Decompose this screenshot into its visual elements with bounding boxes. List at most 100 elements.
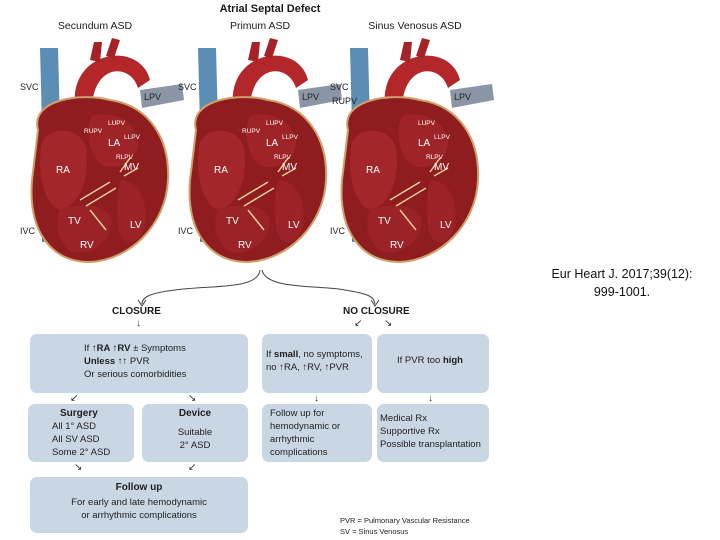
high-pvr-bold: high bbox=[442, 355, 463, 366]
heart-label-ivc: IVC bbox=[178, 226, 194, 236]
heart-label-rupv: RUPV bbox=[332, 96, 358, 106]
down-left-arrow-icon: ↙ bbox=[354, 318, 363, 329]
device-line-1: Suitable bbox=[177, 427, 213, 438]
heart-label-ivc: IVC bbox=[20, 226, 36, 236]
heart-header-secundum: Secundum ASD bbox=[57, 20, 133, 32]
heart-label-tv: TV bbox=[226, 216, 239, 227]
surgery-line-3: Some 2° ASD bbox=[52, 447, 111, 458]
heart-label-lupv: LUPV bbox=[418, 120, 435, 127]
treatment-transplantation: Possible transplantation bbox=[380, 439, 481, 450]
down-right-arrow-icon: ↘ bbox=[74, 462, 83, 473]
surgery-heading: Surgery bbox=[60, 408, 98, 419]
heart-label-rv: RV bbox=[80, 240, 94, 251]
heart-label-rupv-small: RUPV bbox=[242, 128, 261, 135]
heart-label-la: LA bbox=[266, 138, 279, 149]
surgery-line-2: All SV ASD bbox=[52, 434, 100, 445]
small-if: If bbox=[266, 349, 274, 360]
citation-line-2: 999-1001. bbox=[593, 285, 651, 299]
high-pvr-text: If PVR too bbox=[397, 355, 443, 366]
heart-label-svc: SVC bbox=[178, 82, 197, 92]
small-follow-up-box: Follow up for hemodynamic or arrhythmic … bbox=[262, 404, 372, 462]
footnote-pvr: PVR = Pulmonary Vascular Resistance bbox=[340, 516, 470, 525]
heart-label-lv: LV bbox=[288, 220, 300, 231]
follow-up-line-1: For early and late hemodynamic bbox=[71, 497, 207, 508]
down-arrow-icon: ↓ bbox=[428, 393, 433, 404]
down-arrow-icon: ↓ bbox=[136, 318, 141, 329]
heart-label-la: LA bbox=[108, 138, 121, 149]
criteria-unless: Unless bbox=[84, 356, 116, 367]
heart-label-ra: RA bbox=[214, 165, 228, 176]
device-box: Device Suitable 2° ASD bbox=[142, 404, 248, 462]
treatment-supportive: Supportive Rx bbox=[380, 426, 440, 437]
heart-label-mv: MV bbox=[282, 162, 297, 173]
footnote-sv: SV = Sinus Venosus bbox=[340, 527, 409, 536]
heart-label-lpv: LPV bbox=[454, 92, 472, 102]
heart-label-ra: RA bbox=[366, 165, 380, 176]
heart-label-llpv: LLPV bbox=[124, 134, 140, 141]
heart-label-lpv: LPV bbox=[302, 92, 320, 102]
connector-to-no-closure bbox=[261, 269, 376, 305]
heart-header-primum: Primum ASD bbox=[229, 20, 291, 32]
small-follow-up-line-2: hemodynamic or bbox=[270, 421, 341, 432]
heart-label-lv: LV bbox=[130, 220, 142, 231]
small-defect-box: If small, no symptoms, no ↑RA, ↑RV, ↑PVR bbox=[262, 334, 372, 393]
heart-label-ra: RA bbox=[56, 165, 70, 176]
citation-line-1: Eur Heart J. 2017;39(12): bbox=[551, 267, 693, 281]
heart-header-sinus-venosus: Sinus Venosus ASD bbox=[368, 20, 462, 32]
criteria-symptoms: ± Symptoms bbox=[130, 343, 186, 354]
treatment-medical: Medical Rx bbox=[380, 413, 427, 424]
criteria-pvr: ↑↑ PVR bbox=[115, 356, 150, 367]
heart-label-lupv: LUPV bbox=[108, 120, 125, 127]
small-follow-up-line-4: complications bbox=[270, 447, 328, 458]
down-right-arrow-icon: ↘ bbox=[384, 318, 393, 329]
heart-label-rlpv: RLPV bbox=[426, 154, 443, 161]
device-heading: Device bbox=[178, 408, 212, 419]
heart-label-svc: SVC bbox=[330, 82, 349, 92]
device-line-2: 2° ASD bbox=[179, 440, 211, 451]
heart-label-lupv: LUPV bbox=[266, 120, 283, 127]
closure-label: CLOSURE bbox=[112, 306, 161, 317]
heart-label-mv: MV bbox=[124, 162, 139, 173]
heart-label-rupv-small: RUPV bbox=[84, 128, 103, 135]
follow-up-line-2: or arrhythmic complications bbox=[81, 510, 197, 521]
surgery-box: Surgery All 1° ASD All SV ASD Some 2° AS… bbox=[28, 404, 134, 462]
heart-label-lpv: LPV bbox=[144, 92, 162, 102]
small-follow-up-line-3: arrhythmic bbox=[270, 434, 315, 445]
heart-sinus-venosus-asd bbox=[340, 37, 495, 263]
down-left-arrow-icon: ↙ bbox=[188, 462, 197, 473]
down-arrow-icon: ↓ bbox=[314, 393, 319, 404]
small-no-ra-rv-pvr: no ↑RA, ↑RV, ↑PVR bbox=[266, 362, 349, 373]
criteria-if: If bbox=[84, 343, 92, 354]
down-left-arrow-icon: ↙ bbox=[70, 393, 79, 404]
no-closure-label: NO CLOSURE bbox=[343, 306, 410, 317]
heart-label-tv: TV bbox=[68, 216, 81, 227]
heart-label-rv: RV bbox=[238, 240, 252, 251]
high-pvr-treatment-box: Medical Rx Supportive Rx Possible transp… bbox=[377, 404, 489, 462]
criteria-comorbidities: Or serious comorbidities bbox=[84, 369, 187, 380]
small-bold: small bbox=[273, 349, 299, 360]
heart-label-mv: MV bbox=[434, 162, 449, 173]
heart-label-tv: TV bbox=[378, 216, 391, 227]
closure-criteria-box: If ↑RA ↑RV ± Symptoms Unless ↑↑ PVR Or s… bbox=[30, 334, 248, 393]
surgery-line-1: All 1° ASD bbox=[52, 421, 96, 432]
heart-label-llpv: LLPV bbox=[282, 134, 298, 141]
heart-label-ivc: IVC bbox=[330, 226, 346, 236]
heart-label-llpv: LLPV bbox=[434, 134, 450, 141]
connector-to-closure bbox=[141, 269, 261, 305]
down-right-arrow-icon: ↘ bbox=[188, 393, 197, 404]
high-pvr-box: If PVR too high bbox=[377, 334, 489, 393]
figure-title: Atrial Septal Defect bbox=[219, 3, 321, 15]
citation: Eur Heart J. 2017;39(12): 999-1001. bbox=[524, 265, 720, 301]
heart-label-la: LA bbox=[418, 138, 431, 149]
heart-label-lv: LV bbox=[440, 220, 452, 231]
follow-up-heading: Follow up bbox=[115, 482, 163, 493]
follow-up-box: Follow up For early and late hemodynamic… bbox=[30, 477, 248, 533]
criteria-ra-rv: ↑RA ↑RV bbox=[91, 343, 131, 354]
heart-label-rv: RV bbox=[390, 240, 404, 251]
heart-primum-asd bbox=[188, 37, 343, 263]
small-follow-up-line-1: Follow up for bbox=[270, 408, 325, 419]
heart-label-rlpv: RLPV bbox=[116, 154, 133, 161]
small-no-symptoms: , no symptoms, bbox=[298, 349, 363, 360]
heart-label-rlpv: RLPV bbox=[274, 154, 291, 161]
